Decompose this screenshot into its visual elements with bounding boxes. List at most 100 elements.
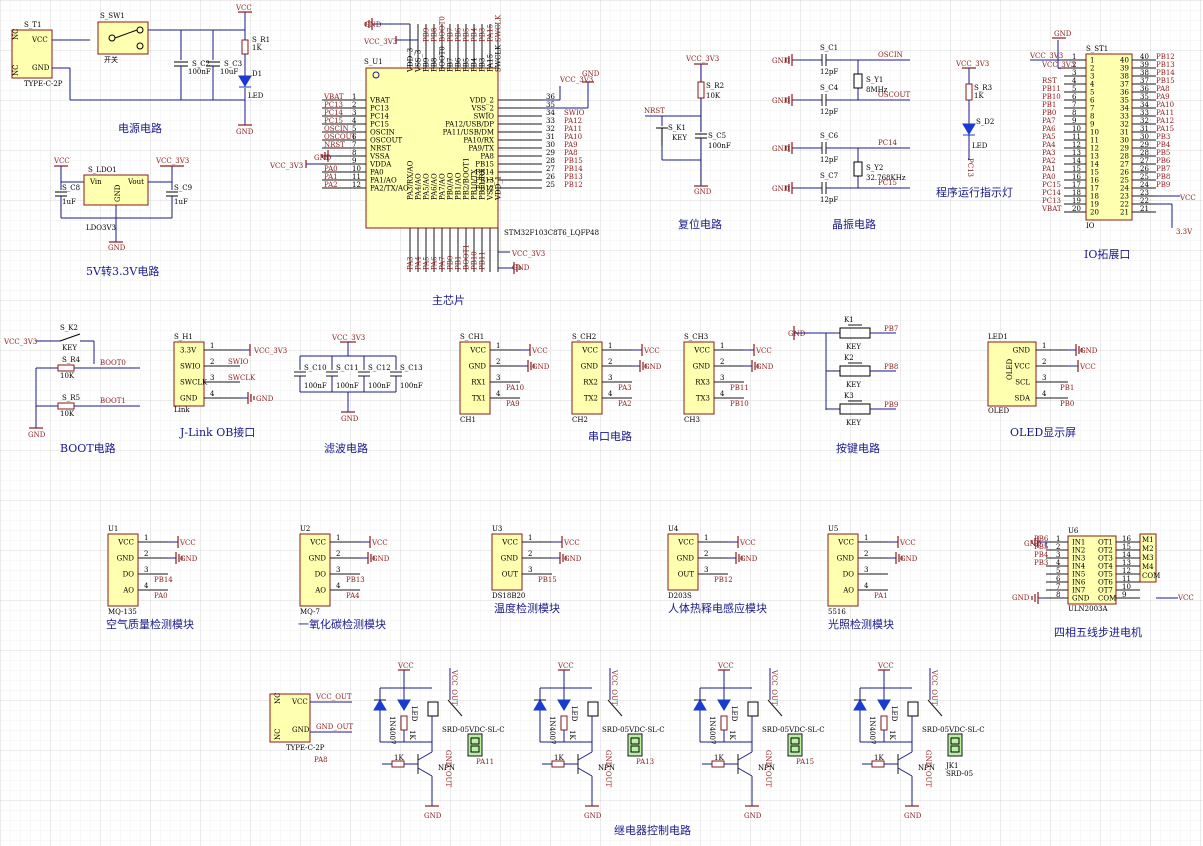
relay-src-nc-bottom: NC bbox=[274, 729, 282, 740]
io-right-inner-num: 26 bbox=[1120, 169, 1129, 177]
key-ref: K1 bbox=[844, 316, 854, 324]
wire bbox=[897, 751, 913, 761]
module-pin-name: GND bbox=[677, 555, 695, 563]
c3-value: 10uF bbox=[220, 68, 238, 76]
mcu-right-pin-num: 36 bbox=[546, 93, 555, 101]
io-right-net: PA12 bbox=[1156, 117, 1174, 125]
y1-ref: S_Y1 bbox=[866, 76, 883, 84]
io-left-net: PA2 bbox=[1042, 157, 1056, 165]
wire bbox=[417, 751, 433, 761]
section-title-relay: 继电器控制电路 bbox=[614, 823, 691, 837]
relay-coil bbox=[907, 701, 919, 717]
filter-cap-value: 100nF bbox=[400, 382, 423, 390]
uln-in-num: 6 bbox=[1056, 575, 1061, 583]
mcu-top-net: PB3 bbox=[479, 28, 487, 42]
relay-vcc-label: VCC bbox=[557, 662, 574, 670]
io-left-inner-num: 3 bbox=[1090, 73, 1094, 81]
io-left-inner-num: 14 bbox=[1090, 161, 1099, 169]
module-pin-num: 1 bbox=[608, 342, 612, 350]
relay-vcc-out: VCC_OUT bbox=[450, 669, 458, 706]
relay-vcc-label: VCC bbox=[717, 662, 734, 670]
module-pin-name: DO bbox=[123, 571, 135, 579]
module-ref: U5 bbox=[828, 525, 838, 533]
mcu-left-pin-num: 5 bbox=[352, 125, 356, 133]
section-title-runled: 程序运行指示灯 bbox=[936, 185, 1013, 199]
io-left-net: PC15 bbox=[1042, 181, 1061, 189]
oled-net: VCC bbox=[1079, 363, 1096, 371]
uln-in-num: 1 bbox=[1056, 535, 1060, 543]
io-v33-label: VCC_3V3 bbox=[1029, 52, 1063, 60]
uln-in-pin: GND bbox=[1072, 595, 1090, 603]
oled-pin-num: 1 bbox=[1042, 342, 1046, 350]
mcu-right-pin-name: PA8 bbox=[480, 153, 494, 161]
relay-terminal bbox=[627, 733, 643, 757]
crystal-net: PC15 bbox=[878, 179, 897, 187]
jlink-pin-num: 1 bbox=[210, 342, 214, 350]
mcu-v33-left-label: VCC_3V3 bbox=[269, 162, 303, 170]
module-pin-num: 2 bbox=[144, 550, 148, 558]
mcu-bottom-pin-name: PA4/AO bbox=[415, 173, 423, 200]
mcu-gnd-right-label: GND bbox=[582, 70, 600, 78]
k2-value: KEY bbox=[62, 344, 77, 352]
motor-pin: M1 bbox=[1142, 536, 1154, 544]
uln-out-num: 11 bbox=[1122, 575, 1131, 583]
uln-in-num: 5 bbox=[1056, 567, 1060, 575]
mcu-gnd-left-label: GND bbox=[314, 154, 332, 162]
io-left-inner-num: 4 bbox=[1090, 81, 1095, 89]
io-right-num: 36 bbox=[1140, 85, 1149, 93]
mcu-right-net: PB15 bbox=[564, 157, 583, 165]
io-left-inner-num: 12 bbox=[1090, 145, 1099, 153]
mcu-left-net: VBAT bbox=[323, 93, 344, 101]
module-body bbox=[459, 341, 491, 415]
module-part: CH1 bbox=[460, 416, 476, 424]
io-left-num: 14 bbox=[1072, 157, 1081, 165]
mcu-top-net: SWCLK bbox=[495, 14, 503, 42]
module-pin-name: VCC bbox=[309, 539, 326, 547]
c8-ref: S_C8 bbox=[62, 184, 80, 192]
io-right-inner-num: 29 bbox=[1120, 145, 1129, 153]
io-left-inner-num: 17 bbox=[1090, 185, 1099, 193]
mcu-right-pin-name: PB15 bbox=[475, 161, 494, 169]
keys-gnd-label: GND bbox=[788, 330, 806, 338]
module-part: MQ-7 bbox=[300, 608, 320, 616]
relay-base-r-label: 1K bbox=[554, 754, 564, 762]
filter-cap-ref: S_C13 bbox=[400, 364, 423, 372]
module-pin-num: 3 bbox=[704, 566, 708, 574]
ldo-gnd-pin: GND bbox=[114, 184, 122, 202]
c2-ref: S_C2 bbox=[192, 60, 210, 68]
io-right-num: 40 bbox=[1140, 53, 1149, 61]
stepper-gnd-bottom-label: GND bbox=[1012, 594, 1030, 602]
module-pin-num: 4 bbox=[608, 390, 613, 398]
filter-cap-ref: S_C10 bbox=[304, 364, 327, 372]
relay-circuit: NC VCC GND NC TYPE-C-2P VCC_OUT GND_OUT … bbox=[269, 662, 985, 837]
io-gnd-label: GND bbox=[1054, 30, 1072, 38]
ldo-gnd-label: GND bbox=[108, 244, 126, 252]
relay-terminal-ref: JK1 bbox=[945, 762, 959, 770]
reset-nrst-net: NRST bbox=[644, 107, 665, 115]
module-net: VCC bbox=[371, 539, 388, 547]
section-title-filter: 滤波电路 bbox=[324, 442, 368, 455]
mcu-top-pin-name: PB5 bbox=[463, 58, 471, 72]
module-body bbox=[491, 533, 523, 591]
relay-npn-label: NPN bbox=[438, 764, 455, 772]
io-left-num: 2 bbox=[1072, 61, 1076, 69]
r3-ref: S_R3 bbox=[974, 84, 992, 92]
io-right-num: 23 bbox=[1140, 189, 1149, 197]
io-vcc-label: VCC bbox=[1179, 194, 1196, 202]
section-title-oled: OLED显示屏 bbox=[1010, 426, 1076, 439]
ldo-v33-label: VCC_3V3 bbox=[155, 157, 189, 165]
module-pin-name: DO bbox=[843, 571, 855, 579]
mcu-right-pin-num: 28 bbox=[546, 157, 555, 165]
io-right-net: PB12 bbox=[1156, 53, 1175, 61]
terminal-pin bbox=[790, 745, 800, 753]
mcu-right-pin-name: PA12/USB/DP bbox=[445, 121, 494, 129]
reset-v33-label: VCC_3V3 bbox=[685, 55, 719, 63]
uln-net: PB3 bbox=[1034, 559, 1048, 567]
mcu-right-net: PA9 bbox=[564, 141, 578, 149]
module-pin-num: 1 bbox=[528, 534, 532, 542]
wire bbox=[737, 767, 753, 777]
uln-net: PB6 bbox=[1034, 535, 1049, 543]
module-pin-name: GND bbox=[837, 555, 855, 563]
io-left-net: PA0 bbox=[1042, 173, 1056, 181]
t1-gnd: GND bbox=[32, 64, 50, 72]
